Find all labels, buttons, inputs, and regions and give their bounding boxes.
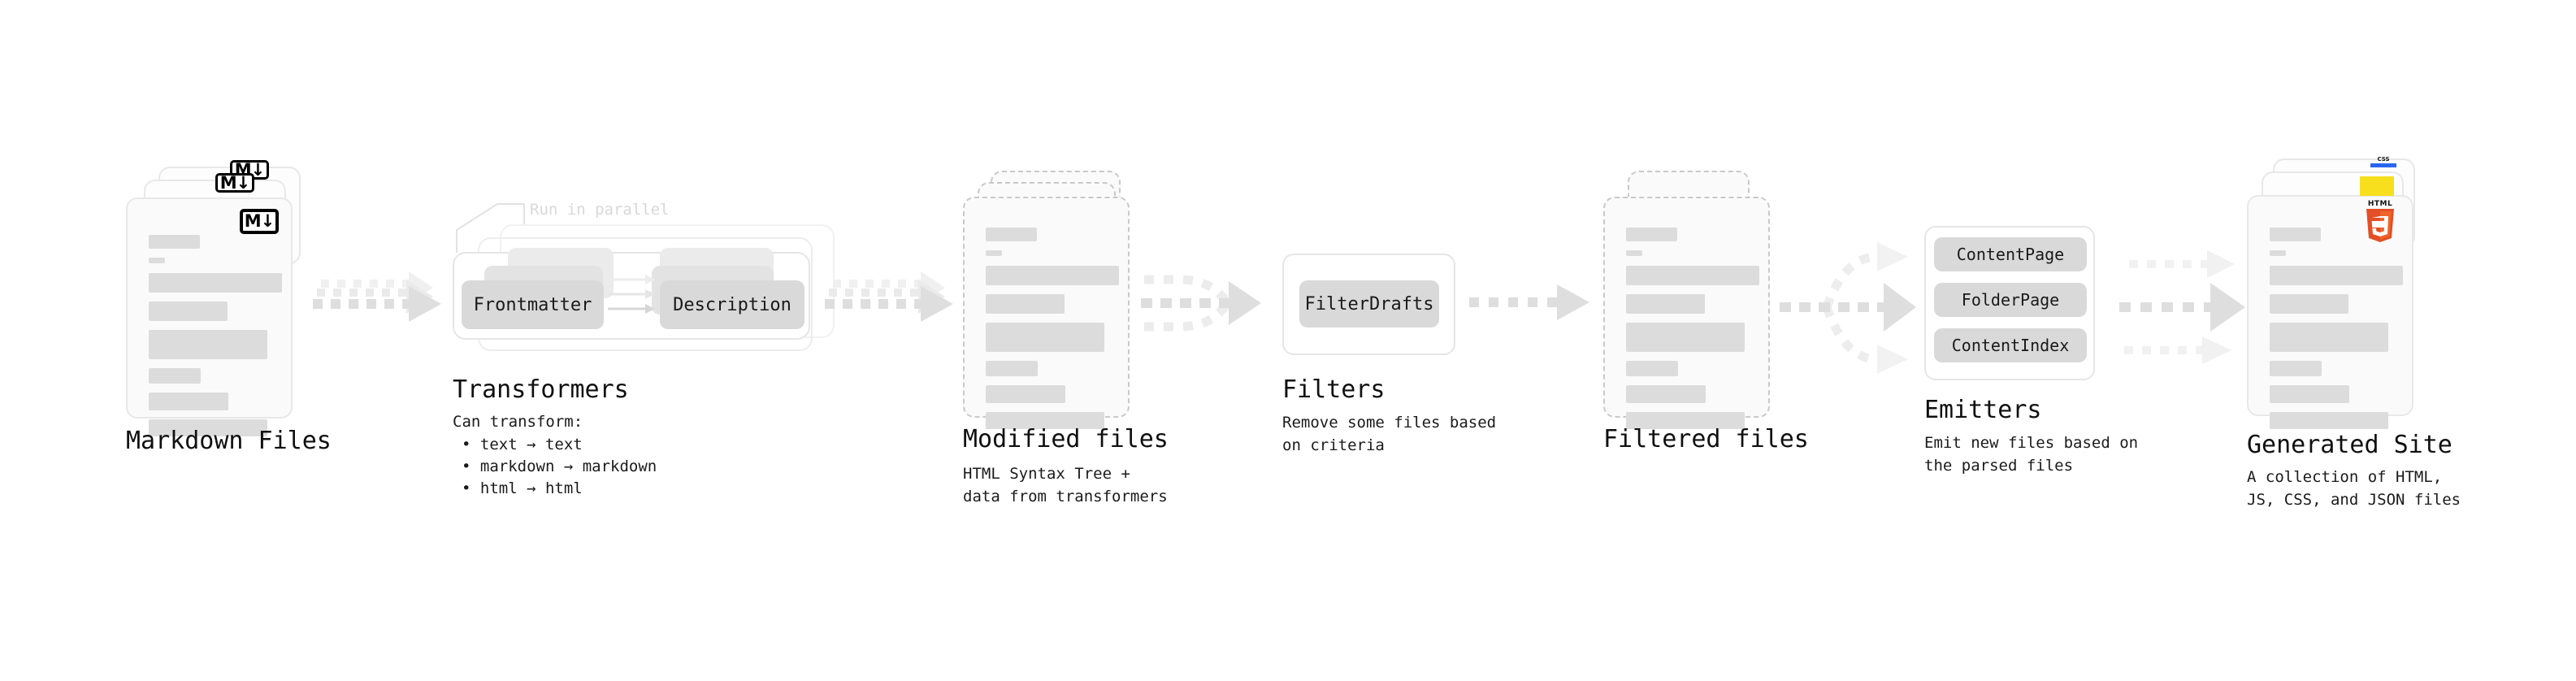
transformers-bullet-2: • html → html	[462, 479, 583, 497]
filter-pill-filterdrafts[interactable]: FilterDrafts	[1299, 280, 1439, 327]
arrow-transformers-to-modified	[825, 268, 963, 333]
markdown-badge: M↓	[240, 209, 279, 234]
run-in-parallel-label: Run in parallel	[530, 201, 670, 219]
html5-label: HTML	[2367, 200, 2393, 208]
transformers-bullet-0: • text → text	[462, 436, 583, 453]
generated-site-subtitle: A collection of HTML, JS, CSS, and JSON …	[2247, 468, 2461, 509]
transformers-subtitle: Can transform:	[453, 413, 583, 431]
arrow-modified-to-filters	[1138, 258, 1280, 348]
markdown-files-title: Markdown Files	[126, 427, 332, 455]
filtered-files-title: Filtered files	[1603, 425, 1809, 453]
arrow-filtered-to-emitters	[1780, 236, 1922, 378]
filtered-files-stack	[1603, 171, 1778, 429]
arrow-markdown-to-transformers	[313, 268, 451, 333]
doc-card-front	[1603, 197, 1770, 429]
emitter-pill-contentindex[interactable]: ContentIndex	[1934, 328, 2087, 362]
doc-card-front	[2247, 195, 2413, 429]
emitter-pill-folderpage[interactable]: FolderPage	[1934, 283, 2087, 317]
javascript-icon	[2360, 176, 2394, 196]
doc-card-front	[963, 197, 1130, 429]
css3-icon: CSS	[2370, 157, 2397, 168]
css-bar	[2370, 163, 2396, 167]
filters-subtitle: Remove some files based on criteria	[1282, 414, 1497, 454]
emitters-title: Emitters	[1924, 396, 2042, 424]
emitter-pill-contentpage[interactable]: ContentPage	[1934, 237, 2087, 271]
transformer-pill-description[interactable]: Description	[660, 280, 804, 329]
transformers-bullet-1: • markdown → markdown	[462, 458, 657, 475]
html5-shield	[2366, 209, 2394, 242]
doc-content-lines	[149, 235, 282, 445]
modified-files-stack	[963, 171, 1138, 429]
transformer-pill-frontmatter[interactable]: Frontmatter	[462, 280, 604, 329]
arrow-filters-to-filtered	[1469, 283, 1599, 332]
doc-card-front	[126, 197, 293, 436]
html5-icon: HTML	[2361, 201, 2399, 243]
markdown-files-stack: M↓ M↓ M↓	[126, 160, 301, 436]
doc-content-lines	[986, 228, 1119, 438]
doc-content-lines	[2270, 228, 2403, 438]
filters-title: Filters	[1282, 375, 1386, 404]
modified-files-subtitle: HTML Syntax Tree + data from transformer…	[963, 465, 1168, 505]
doc-content-lines	[1626, 228, 1759, 438]
generated-site-stack: CSS HTML	[2247, 157, 2422, 429]
generated-site-title: Generated Site	[2247, 431, 2452, 459]
emitters-subtitle: Emit new files based on the parsed files	[1924, 434, 2139, 475]
modified-files-title: Modified files	[963, 425, 1169, 453]
transformers-title: Transformers	[453, 375, 629, 404]
markdown-badge-back-1: M↓	[215, 173, 254, 193]
css-label: CSS	[2377, 156, 2390, 163]
